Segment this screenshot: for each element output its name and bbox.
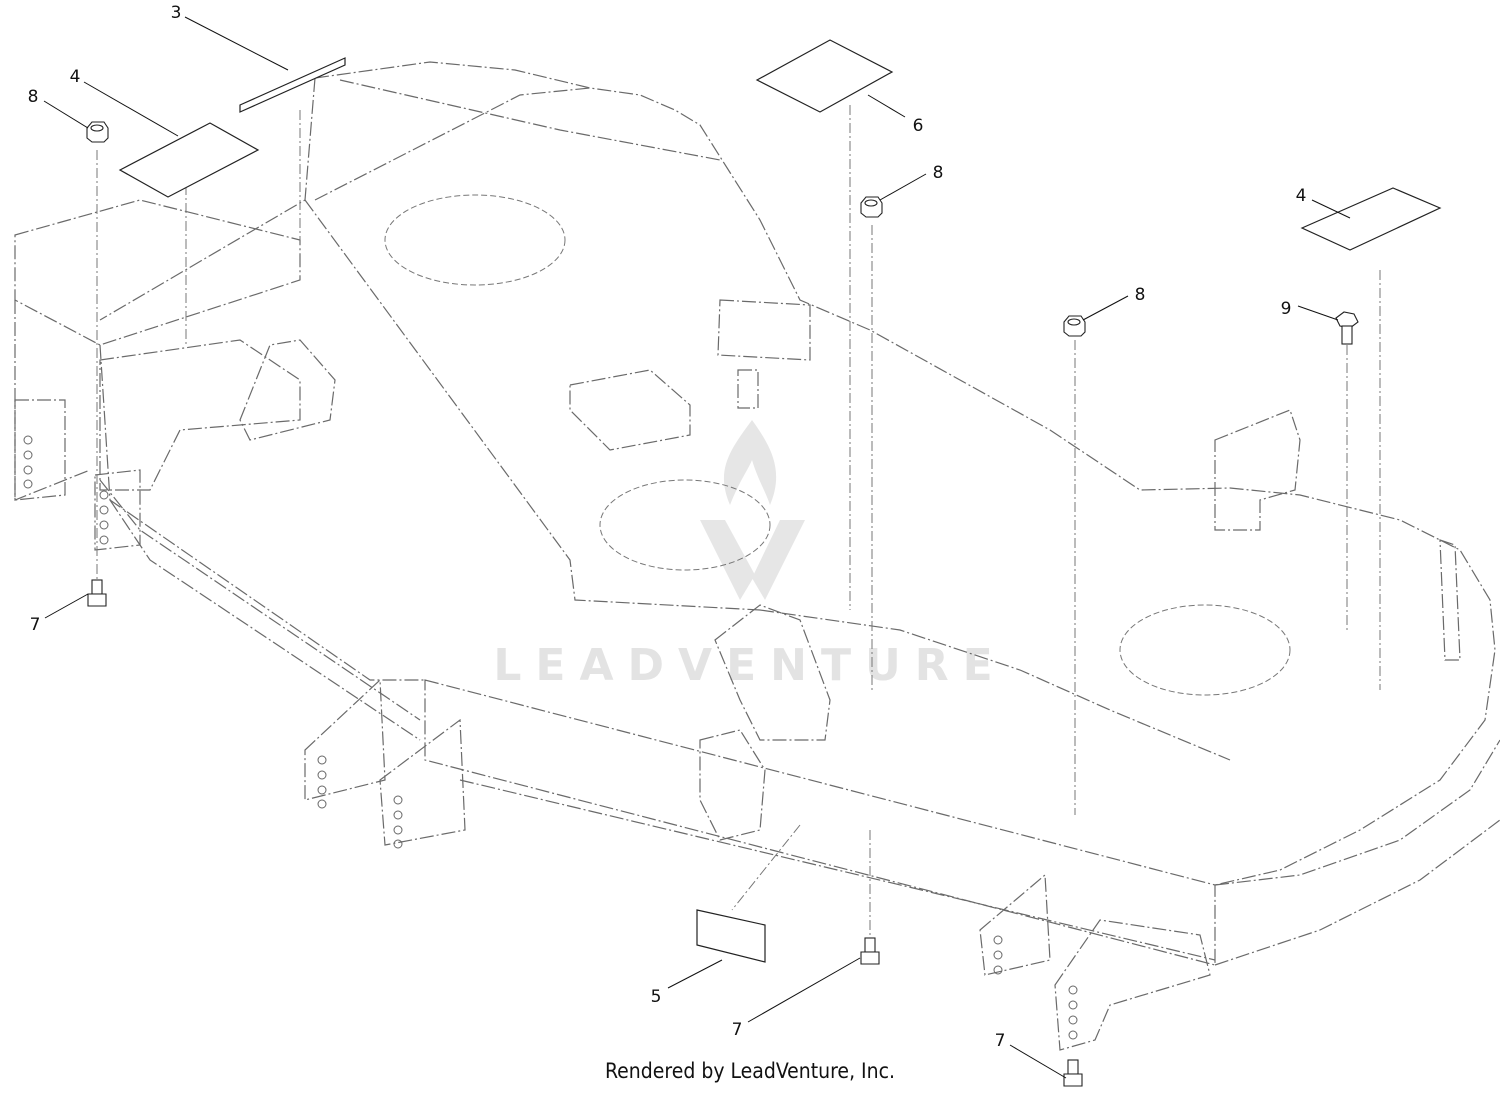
leadventure-logo-icon	[700, 420, 805, 600]
callout-number: 7	[995, 1031, 1006, 1051]
callout-8-center: 8	[879, 163, 944, 201]
height-adjust-holes	[23, 435, 1078, 1040]
callout-8-right: 8	[1082, 285, 1146, 321]
callout-7-left: 7	[30, 593, 89, 635]
callout-5: 5	[651, 959, 723, 1007]
decal-5	[696, 909, 766, 963]
assembly-axes	[96, 105, 1381, 940]
callout-number: 5	[651, 987, 662, 1007]
callout-number: 7	[30, 615, 41, 635]
flange-nut-icon	[1063, 315, 1086, 337]
hardware	[86, 121, 1359, 1087]
bolt-icon	[1063, 1059, 1083, 1087]
decal-4-right	[1300, 187, 1442, 251]
callouts: 3 4 8 6 8 4 8 9	[28, 3, 1351, 1079]
callout-4-left: 4	[70, 67, 179, 137]
decals	[118, 39, 1442, 963]
callout-6: 6	[867, 94, 924, 136]
mower-deck-housing	[14, 61, 1500, 1051]
flange-nut-icon	[86, 121, 109, 143]
callout-number: 8	[28, 87, 39, 107]
spindle-opening-left	[384, 194, 566, 286]
spindle-opening-right	[1119, 604, 1291, 696]
bolt-icon	[1335, 311, 1359, 345]
decal-6	[755, 39, 894, 113]
bolt-icon	[860, 937, 880, 965]
bolt-icon	[87, 579, 107, 607]
watermark-text: LEADVENTURE	[493, 640, 1006, 691]
render-credit: Rendered by LeadVenture, Inc.	[605, 1059, 895, 1083]
callout-number: 8	[933, 163, 944, 183]
callout-number: 8	[1135, 285, 1146, 305]
callout-7-right: 7	[995, 1031, 1067, 1079]
callout-9: 9	[1281, 299, 1339, 321]
callout-number: 3	[171, 3, 182, 23]
decal-3	[239, 57, 346, 113]
spindle-opening-center	[599, 479, 771, 571]
flange-nut-icon	[860, 196, 883, 218]
callout-number: 9	[1281, 299, 1292, 319]
spindle-openings	[384, 194, 1291, 696]
callout-8-left: 8	[28, 87, 89, 129]
callout-number: 7	[732, 1020, 743, 1040]
callout-number: 4	[70, 67, 81, 87]
callout-number: 4	[1296, 186, 1307, 206]
watermark: LEADVENTURE	[493, 420, 1006, 691]
callout-number: 6	[913, 116, 924, 136]
decal-4-left	[118, 122, 260, 198]
callout-4-right: 4	[1296, 186, 1351, 219]
callout-3: 3	[171, 3, 289, 71]
callout-7-center: 7	[732, 957, 861, 1040]
